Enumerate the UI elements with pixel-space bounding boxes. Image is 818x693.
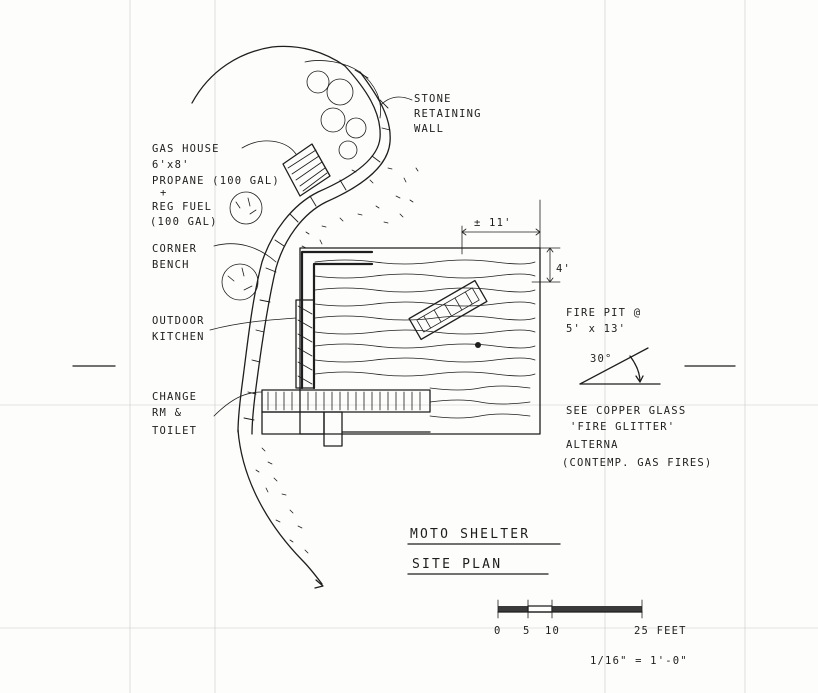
- leader-lines: [209, 96, 413, 417]
- note-line-3: ALTERNA: [566, 439, 619, 451]
- corner-bench-line-2: BENCH: [152, 259, 190, 271]
- gas-house-line-4: +: [160, 187, 168, 199]
- label-outdoor-kitchen: OUTDOOR KITCHEN: [152, 315, 205, 343]
- deck-patio: [299, 247, 541, 435]
- stone-wall-line-2: RETAINING: [414, 108, 482, 120]
- dimension-width-label: ± 11': [474, 217, 512, 229]
- fire-pit-center-dot: [475, 342, 481, 348]
- title-underlines: [407, 543, 561, 575]
- gas-house: [282, 143, 331, 197]
- drawing-subtitle: SITE PLAN: [412, 557, 502, 572]
- site-boundary-curve: [191, 45, 346, 589]
- angle-diagram: [579, 347, 661, 385]
- change-room-line-3: TOILET: [152, 425, 197, 437]
- label-change-room: CHANGE RM & TOILET: [152, 391, 197, 437]
- scale-tick-5: 5: [523, 625, 531, 637]
- change-room-line-2: RM &: [152, 407, 182, 419]
- label-fire-glass-note: SEE COPPER GLASS 'FIRE GLITTER' ALTERNA …: [562, 405, 712, 469]
- note-line-2: 'FIRE GLITTER': [570, 421, 675, 433]
- scale-tick-25-feet: 25 FEET: [634, 625, 687, 637]
- outdoor-kitchen-line-2: KITCHEN: [152, 331, 205, 343]
- label-fire-pit: FIRE PIT @ 5' x 13': [566, 307, 641, 335]
- angle-label: 30°: [590, 353, 613, 365]
- outdoor-kitchen-counter: [295, 299, 315, 389]
- gas-house-line-2: 6'x8': [152, 159, 190, 171]
- scale-tick-labels: 0 5 10 25 FEET: [494, 625, 687, 637]
- gas-house-line-3: PROPANE (100 GAL): [152, 175, 280, 187]
- fire-pit: [408, 279, 488, 341]
- change-room-line-1: CHANGE: [152, 391, 197, 403]
- note-line-1: SEE COPPER GLASS: [566, 405, 686, 417]
- stone-wall-line-1: STONE: [414, 93, 452, 105]
- gas-house-line-6: (100 GAL): [150, 216, 218, 228]
- fire-pit-line-2: 5' x 13': [566, 323, 626, 335]
- label-stone-retaining-wall: STONE RETAINING WALL: [414, 93, 482, 135]
- drawing-title: MOTO SHELTER: [410, 527, 530, 542]
- corner-bench-line-1: CORNER: [152, 243, 197, 255]
- gas-house-line-1: GAS HOUSE: [152, 143, 220, 155]
- gas-house-line-5: REG FUEL: [152, 201, 212, 213]
- gravel-texture: [255, 167, 419, 554]
- label-corner-bench: CORNER BENCH: [152, 243, 197, 271]
- graphic-scale-bar: [497, 599, 643, 619]
- label-gas-house: GAS HOUSE 6'x8' PROPANE (100 GAL) + REG …: [150, 143, 280, 228]
- stone-arc-top: [304, 60, 382, 160]
- stone-retaining-wall: [237, 65, 391, 435]
- dimension-height-label: 4': [556, 263, 571, 275]
- stone-wall-line-3: WALL: [414, 123, 444, 135]
- shrubs: [221, 191, 263, 301]
- note-line-4: (CONTEMP. GAS FIRES): [562, 457, 712, 469]
- dimension-lines: [461, 199, 561, 435]
- corner-bench: [300, 250, 374, 390]
- outdoor-kitchen-line-1: OUTDOOR: [152, 315, 205, 327]
- scale-ratio-label: 1/16" = 1'-0": [590, 655, 688, 667]
- fire-pit-line-1: FIRE PIT @: [566, 307, 641, 319]
- scale-tick-10: 10: [545, 625, 560, 637]
- scale-tick-0: 0: [494, 625, 502, 637]
- change-room-building: [261, 389, 431, 447]
